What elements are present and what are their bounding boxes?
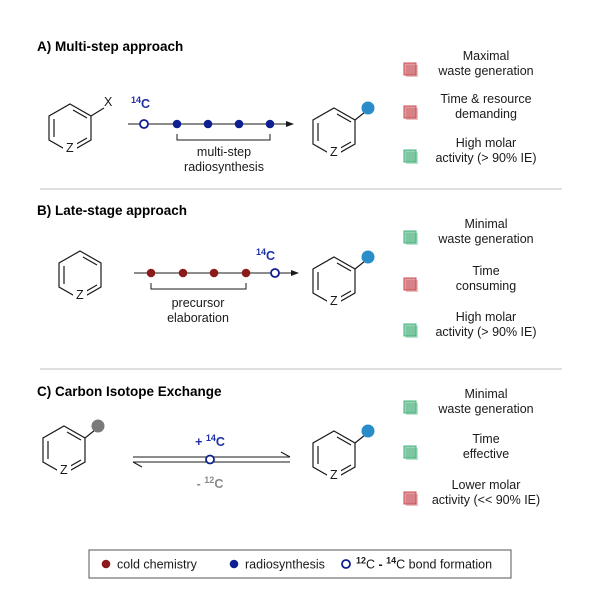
unlabeled-substituent-icon [91,419,105,433]
advantage-square-icon [403,230,417,244]
bond-formation-node [270,268,280,278]
benefit-text: activity (<< 90% IE) [432,493,540,507]
svg-text:Z: Z [330,468,338,482]
cold-chemistry-legend-icon [101,559,111,569]
benefit-text: waste generation [437,232,533,246]
section-b-title: B) Late-stage approach [37,203,187,218]
svg-text:Z: Z [330,294,338,308]
benefit-text: Time [472,264,499,278]
benefit-text: Minimal [464,217,507,231]
advantage-square-icon [403,445,417,459]
benefit-text: activity (> 90% IE) [435,325,536,339]
section-c: C) Carbon Isotope Exchange Z + 14C - 12C [37,384,375,491]
isotope-remove-label: - 12C [197,475,224,491]
svg-text:Z: Z [76,288,84,302]
heteroatom-z-label: Z [66,141,74,155]
substituent-x-label: X [104,95,113,109]
benefit-text: Time [472,432,499,446]
radiosynthesis-legend-icon [229,559,239,569]
svg-text:Z: Z [60,463,68,477]
legend-box [88,549,512,579]
section-c-product: Z [312,424,375,482]
bracket-label-line1: multi-step [197,145,251,159]
section-c-title: C) Carbon Isotope Exchange [37,384,222,399]
section-b-product: Z [312,250,375,308]
benefit-text: waste generation [437,402,533,416]
legend-bond-label: 12C - 14C bond formation [356,556,492,572]
section-a-title: A) Multi-step approach [37,39,183,54]
section-a-start-molecule: X Z [48,95,113,155]
section-a-product: Z [312,101,375,159]
labeled-substituent-icon [361,250,375,264]
legend: cold chemistry radiosynthesis 12C - 14C … [88,549,512,579]
isotope-add-label: + 14C [195,433,225,449]
cold-chemistry-step-dot [241,268,251,278]
drawback-square-icon [403,62,417,76]
radiosynthesis-step-dot [172,119,182,129]
benefit-text: High molar [456,310,516,324]
legend-cold-label: cold chemistry [117,558,198,572]
drawback-square-icon [403,277,417,291]
benefit-text: demanding [455,107,517,121]
benefit-text: Lower molar [452,478,521,492]
section-a: A) Multi-step approach X Z 14C multi-ste… [37,39,375,174]
benefit-text: waste generation [437,64,533,78]
legend-radio-label: radiosynthesis [245,558,325,572]
drawback-square-icon [403,105,417,119]
bond-formation-node [139,119,149,129]
radiosynthesis-step-dot [234,119,244,129]
section-b-start-molecule: Z [58,250,102,302]
bond-formation-legend-icon [341,559,351,569]
cold-chemistry-step-dot [209,268,219,278]
benefit-text: activity (> 90% IE) [435,151,536,165]
benefit-text: effective [463,447,509,461]
bracket-b [150,283,247,290]
labeled-substituent-icon [361,424,375,438]
benefit-text: consuming [456,279,516,293]
bracket-a [176,134,271,141]
section-b: B) Late-stage approach Z 14C precursor e… [37,203,375,325]
advantage-square-icon [403,323,417,337]
isotope-14c-label: 14C [256,247,275,263]
section-c-start-molecule: Z [42,419,105,477]
benefit-text: Minimal [464,387,507,401]
radiosynthesis-step-dot [203,119,213,129]
bracket-label-line2: elaboration [167,311,229,325]
benefit-text: Time & resource [440,92,531,106]
cold-chemistry-step-dot [178,268,188,278]
drawback-square-icon [403,491,417,505]
advantage-square-icon [403,149,417,163]
cold-chemistry-step-dot [146,268,156,278]
labeled-substituent-icon [361,101,375,115]
isotope-14c-label: 14C [131,95,150,111]
benefit-text: Maximal [463,49,510,63]
bracket-label-line2: radiosynthesis [184,160,264,174]
bracket-label-line1: precursor [172,296,225,310]
svg-text:Z: Z [330,145,338,159]
advantage-square-icon [403,400,417,414]
bond-formation-node [205,454,215,465]
benefit-text: High molar [456,136,516,150]
radiosynthesis-step-dot [265,119,275,129]
